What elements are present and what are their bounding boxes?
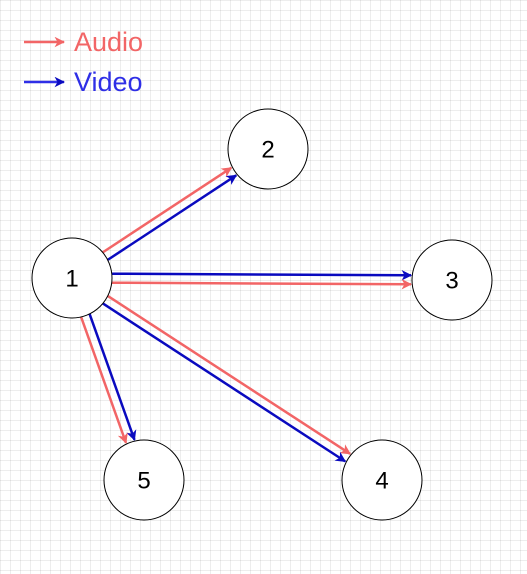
legend-item-audio: Audio	[24, 27, 143, 57]
node-label-5: 5	[137, 468, 150, 495]
node-circle-2	[227, 108, 309, 190]
edge-video-1-to-5	[88, 313, 137, 441]
node-circle-5	[103, 439, 185, 521]
node-1: 1	[31, 237, 113, 319]
node-5: 5	[103, 439, 185, 521]
node-2: 2	[227, 108, 309, 190]
node-label-2: 2	[261, 137, 274, 164]
node-label-3: 3	[445, 268, 458, 295]
nodes: 1 2 3 4 5	[31, 108, 493, 521]
edges	[80, 166, 413, 463]
legend-item-video: Video	[24, 67, 143, 97]
node-label-1: 1	[65, 266, 78, 293]
legend-label-video: Video	[74, 67, 143, 97]
edge-video-1-to-4	[102, 302, 347, 463]
node-label-4: 4	[375, 468, 388, 495]
node-circle-3	[411, 239, 493, 321]
edge-video-1-to-2	[107, 174, 238, 261]
edge-audio-1-to-2	[102, 166, 233, 254]
edge-video-1-to-3	[112, 269, 413, 281]
node-circle-4	[341, 439, 423, 521]
legend-label-audio: Audio	[74, 27, 143, 57]
edge-audio-1-to-5	[80, 316, 128, 444]
edge-audio-1-to-4	[107, 295, 351, 455]
node-3: 3	[411, 239, 493, 321]
node-4: 4	[341, 439, 423, 521]
edge-audio-1-to-3	[111, 278, 413, 290]
node-circle-1	[31, 237, 113, 319]
